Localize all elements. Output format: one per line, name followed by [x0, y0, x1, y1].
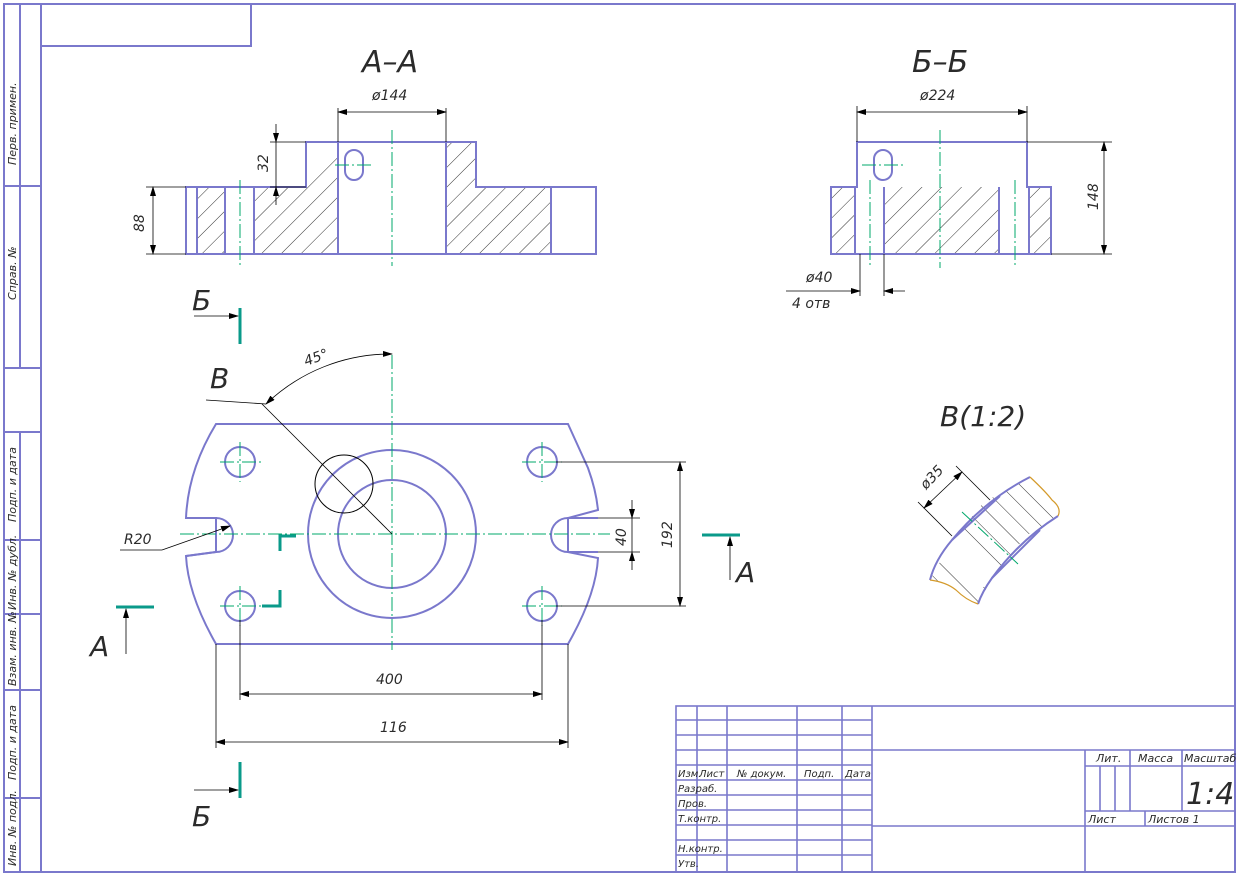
tb-header: Дата — [844, 769, 871, 780]
view-b-label: В — [210, 362, 229, 395]
dim-aa-88: 88 — [132, 214, 148, 232]
dim-aa-32: 32 — [256, 154, 272, 172]
cutting-plane-markers: Б Б А А — [88, 284, 755, 833]
label-a-left: А — [88, 630, 109, 663]
dim-angle: 45° — [302, 346, 331, 370]
dim-bb-hole: ø40 — [805, 270, 832, 286]
dim-aa-dia: ø144 — [371, 88, 407, 104]
stamp-label: Подп. и дата — [6, 447, 19, 522]
section-bb: Б–Б ø224 148 ø40 4 отв — [786, 45, 1112, 312]
label-b-top: Б — [192, 284, 211, 317]
stamp-label: Инв. № подл. — [6, 790, 19, 866]
side-stamp: Перв. примен. Справ. № Подп. и дата Инв.… — [3, 4, 41, 872]
tb-lit: Лит. — [1095, 752, 1121, 765]
stamp-label: Инв. № дубл. — [6, 535, 19, 610]
dim-40: 40 — [614, 528, 630, 546]
tb-row-label: Пров. — [678, 799, 707, 810]
stamp-label: Подп. и дата — [6, 705, 19, 780]
dim-116: 116 — [380, 720, 407, 736]
stamp-label: Перв. примен. — [6, 82, 19, 165]
dim-bb-dia: ø224 — [919, 88, 955, 104]
dim-400: 400 — [376, 672, 403, 688]
dim-detail-dia: ø35 — [917, 463, 948, 494]
label-b-bottom: Б — [192, 800, 211, 833]
tb-scale: 1:4 — [1186, 777, 1234, 812]
stamp-label: Справ. № — [6, 246, 19, 300]
section-bb-title: Б–Б — [912, 45, 968, 80]
plan-view: 45° В R20 40 192 400 116 — [120, 346, 686, 748]
tb-sheets: Листов 1 — [1147, 813, 1200, 826]
tb-row-label: Т.контр. — [678, 814, 721, 825]
dim-192: 192 — [660, 521, 676, 548]
tb-row-label: Разраб. — [678, 783, 717, 795]
tb-header: Лист — [698, 769, 726, 780]
tb-sheet: Лист — [1087, 813, 1116, 826]
detail-title: В(1:2) — [940, 400, 1026, 433]
tb-header: Подп. — [804, 769, 834, 780]
dim-radius: R20 — [124, 532, 152, 548]
tb-header: Изм. — [678, 769, 702, 780]
label-a-right: А — [734, 556, 755, 589]
tb-mass: Масса — [1138, 752, 1173, 765]
stamp-label: Взам. инв. № — [6, 611, 19, 686]
detail-view: В(1:2) ø35 — [917, 400, 1060, 605]
title-block: Изм. Лист № докум. Подп. Дата Разраб. Пр… — [675, 705, 1236, 873]
sheet-frame — [3, 3, 1236, 873]
tb-row-label: Утв. — [678, 859, 699, 870]
dim-bb-holes-count: 4 отв — [792, 296, 830, 312]
section-aa-title: А–А — [360, 45, 418, 80]
tb-header: № докум. — [736, 769, 786, 780]
section-aa: А–А ø144 32 88 — [132, 45, 597, 266]
dim-bb-148: 148 — [1086, 183, 1102, 210]
tb-row-label: Н.контр. — [678, 844, 723, 855]
tb-scale-label: Масштаб — [1184, 752, 1236, 765]
